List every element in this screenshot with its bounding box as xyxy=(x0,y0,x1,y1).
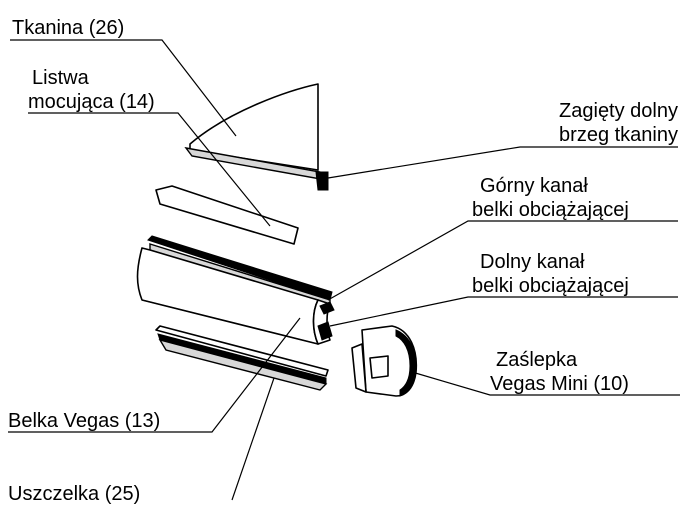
label-dolny-line2: belki obciążającej xyxy=(472,275,629,297)
label-zaslepka-line1: Zaślepka xyxy=(496,349,578,371)
label-gorny-line1: Górny kanał xyxy=(480,175,588,197)
end-cap-part xyxy=(351,325,418,397)
weight-bar-part xyxy=(136,235,335,345)
leader-listwa xyxy=(28,112,271,227)
leader-uszczelka xyxy=(231,377,275,501)
leader-zagiety xyxy=(327,146,678,179)
label-uszczelka: Uszczelka (25) xyxy=(8,483,140,505)
labels: Tkanina (26) Listwa mocująca (14) Zagięt… xyxy=(8,17,678,505)
mounting-strip-part xyxy=(155,185,299,245)
leader-dolny xyxy=(329,296,678,327)
leader-lines xyxy=(8,39,680,501)
label-gorny-line2: belki obciążającej xyxy=(472,199,629,221)
fabric-part xyxy=(184,83,329,191)
label-zagiety-line2: brzeg tkaniny xyxy=(559,124,678,146)
label-zaslepka-line2: Vegas Mini (10) xyxy=(490,373,629,395)
label-listwa-line2: mocująca (14) xyxy=(28,91,155,113)
leader-belka xyxy=(8,317,301,433)
label-listwa-line1: Listwa xyxy=(32,67,90,89)
label-zagiety-line1: Zagięty dolny xyxy=(559,100,678,122)
label-tkanina: Tkanina (26) xyxy=(12,17,124,39)
label-dolny-line1: Dolny kanał xyxy=(480,251,585,273)
leader-zaslepka xyxy=(411,371,680,396)
label-belka: Belka Vegas (13) xyxy=(8,410,160,432)
leader-gorny xyxy=(327,220,678,301)
seal-part xyxy=(155,325,329,391)
leader-tkanina xyxy=(10,39,237,137)
